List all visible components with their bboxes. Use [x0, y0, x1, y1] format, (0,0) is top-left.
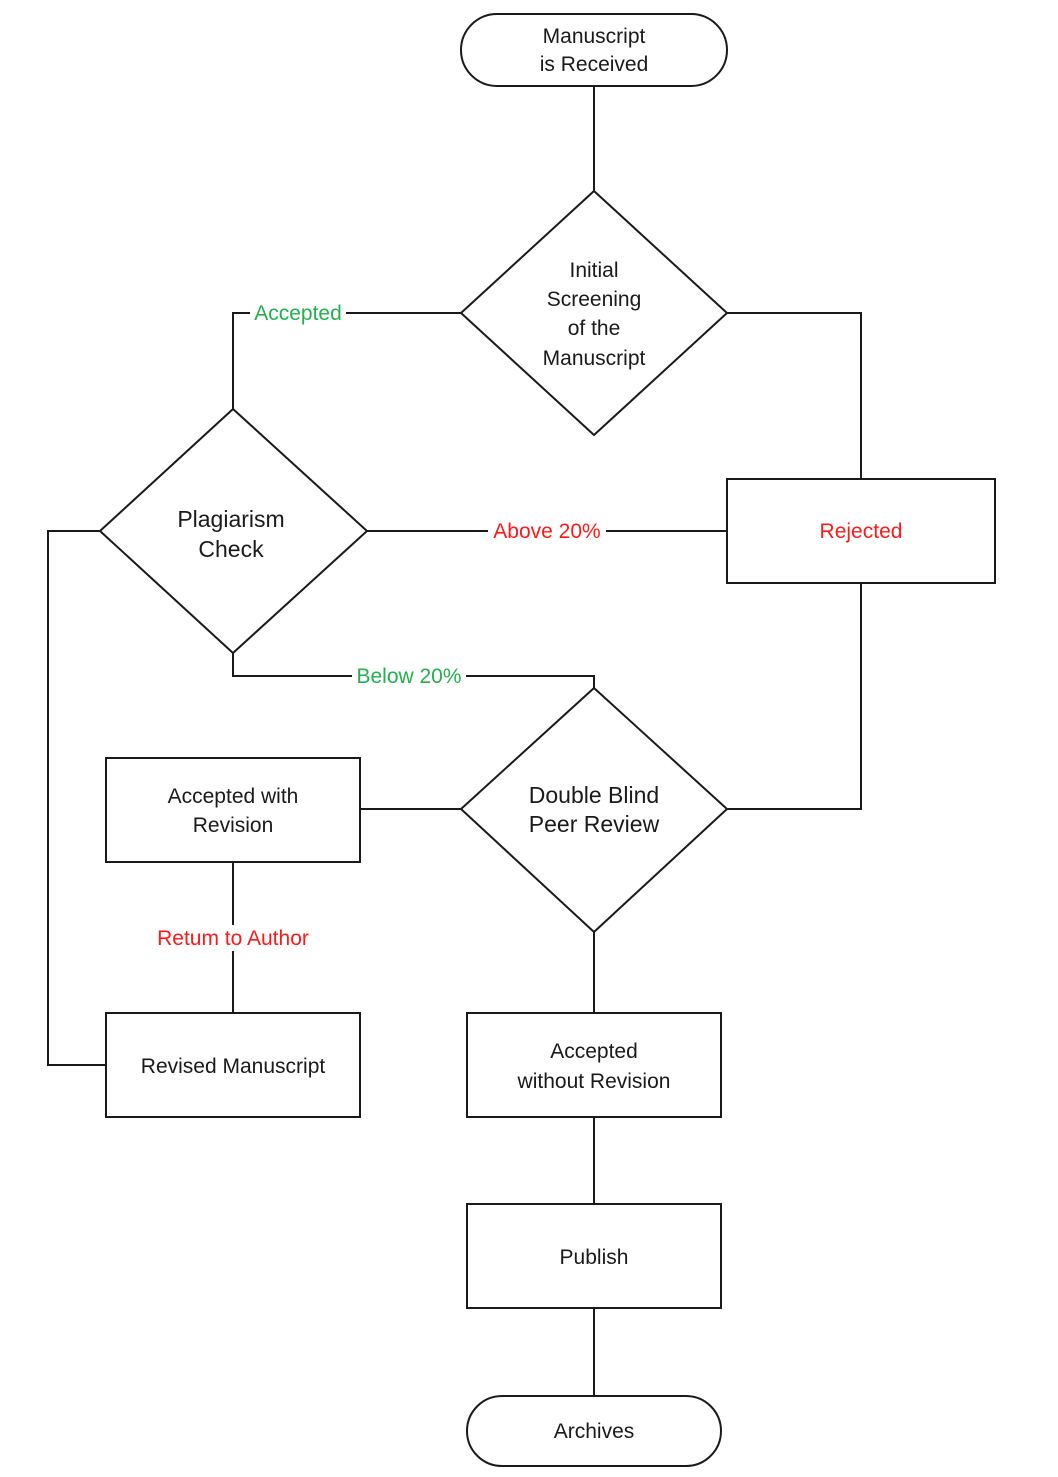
archives-node: Archives	[466, 1395, 722, 1467]
start-node: Manuscript is Received	[460, 13, 728, 87]
peer-review-decision: Double Blind Peer Review	[459, 686, 729, 934]
initial-screening-line4: Manuscript	[543, 347, 646, 370]
edge-label-below-20: Below 20%	[356, 665, 461, 688]
accepted-without-revision-line2: without Revision	[517, 1070, 671, 1093]
rejected-label: Rejected	[820, 520, 903, 543]
initial-screening-decision: Initial Screening of the Manuscript	[459, 189, 729, 437]
edge-screening-to-rejected	[727, 312, 862, 479]
peer-review-line2: Peer Review	[529, 811, 660, 837]
accepted-with-revision-box: Accepted with Revision	[105, 757, 361, 863]
start-node-label-line2: is Received	[540, 53, 649, 76]
initial-screening-line3: of the	[568, 317, 621, 340]
accepted-without-revision-line1: Accepted	[550, 1040, 638, 1063]
edge-label-accepted: Accepted	[254, 302, 342, 325]
revised-manuscript-box: Revised Manuscript	[105, 1012, 361, 1118]
accepted-with-revision-line2: Revision	[193, 814, 274, 837]
start-node-label-line1: Manuscript	[543, 25, 646, 48]
archives-label: Archives	[554, 1420, 635, 1443]
edge-rejected-to-peer-review	[727, 583, 862, 810]
rejected-box: Rejected	[726, 478, 996, 584]
edge-label-above-20: Above 20%	[493, 520, 600, 543]
plagiarism-check-line2: Check	[198, 536, 264, 562]
edge-screening-to-plagiarism	[232, 312, 461, 409]
initial-screening-line2: Screening	[547, 288, 642, 311]
accepted-with-revision-line1: Accepted with	[168, 785, 299, 808]
peer-review-line1: Double Blind	[529, 782, 659, 808]
edge-revised-manuscript-to-plagiarism	[47, 530, 106, 1066]
publish-box: Publish	[466, 1203, 722, 1309]
revised-manuscript-label: Revised Manuscript	[141, 1055, 326, 1078]
plagiarism-check-decision: Plagiarism Check	[98, 407, 369, 655]
publish-label: Publish	[560, 1246, 629, 1269]
edge-label-return-to-author: Retum to Author	[157, 927, 309, 950]
initial-screening-line1: Initial	[569, 259, 618, 282]
plagiarism-check-line1: Plagiarism	[177, 506, 284, 532]
accepted-without-revision-box: Accepted without Revision	[466, 1012, 722, 1118]
